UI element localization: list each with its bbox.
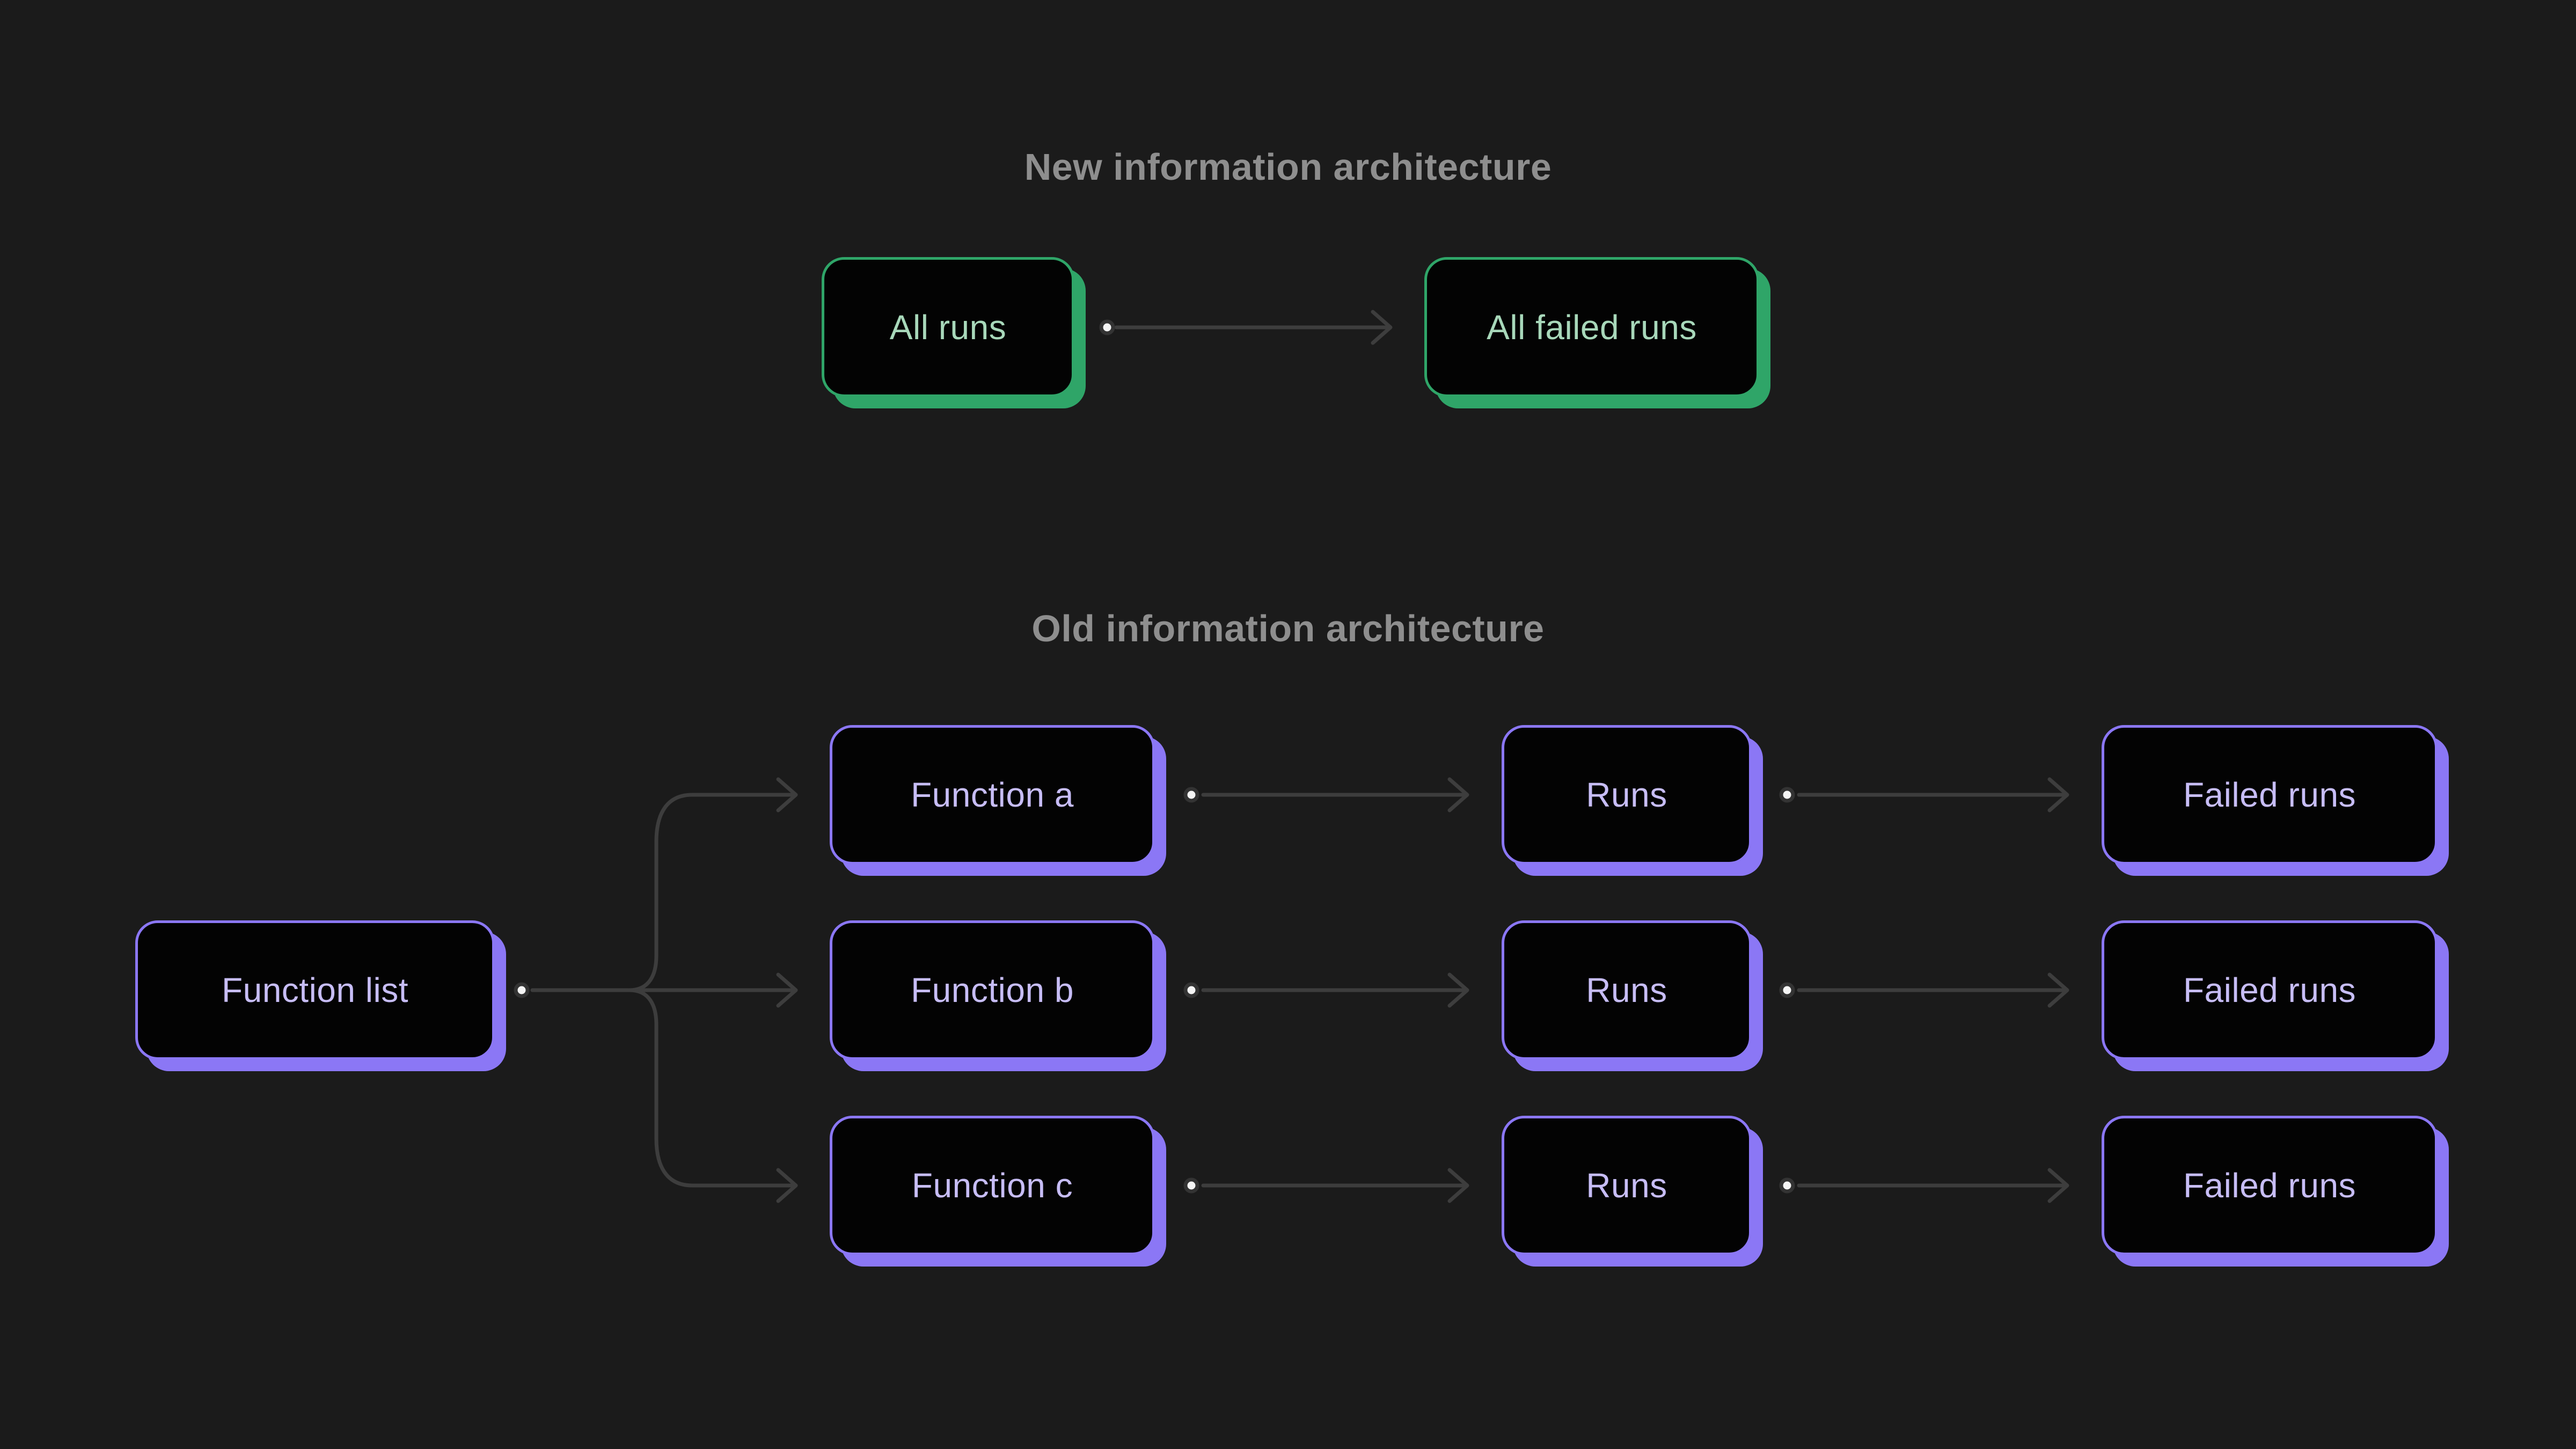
arrowhead-icon: [2047, 777, 2069, 813]
node-label: Function b: [911, 971, 1074, 1009]
connector-runs-to-failed-runs-3: [1779, 1168, 2069, 1203]
connection-dot: [1183, 787, 1199, 803]
connection-dot: [1183, 1177, 1199, 1194]
connector-function-list-fork: [514, 777, 798, 1203]
node-function-c: Function c: [830, 1116, 1155, 1255]
connection-dot: [1779, 1177, 1795, 1194]
node-label: Failed runs: [2183, 775, 2357, 814]
node-failed-runs-1: Failed runs: [2102, 725, 2438, 865]
arrowhead-icon: [776, 777, 798, 813]
arrowhead-icon: [1447, 972, 1469, 1008]
node-function-list: Function list: [135, 920, 495, 1060]
arrowhead-icon: [2047, 972, 2069, 1008]
connection-dot: [1779, 982, 1795, 998]
arrowhead-icon: [2047, 1168, 2069, 1203]
node-runs-3: Runs: [1502, 1116, 1752, 1255]
connection-dot: [1779, 787, 1795, 803]
node-runs-2: Runs: [1502, 920, 1752, 1060]
node-failed-runs-2: Failed runs: [2102, 920, 2438, 1060]
node-label: Failed runs: [2183, 1166, 2357, 1205]
section-title-old: Old information architecture: [1031, 608, 1545, 649]
node-label: All failed runs: [1487, 308, 1697, 347]
connector-function-a-to-runs: [1183, 777, 1469, 813]
connector-line-lower: [627, 988, 796, 1188]
connector-all-runs-to-all-failed-runs: [1099, 310, 1393, 345]
connector-function-c-to-runs: [1183, 1168, 1469, 1203]
node-all-runs: All runs: [822, 257, 1074, 397]
arrowhead-icon: [1371, 310, 1393, 345]
node-label: Runs: [1586, 775, 1667, 814]
node-label: Runs: [1586, 971, 1667, 1009]
node-label: Failed runs: [2183, 971, 2357, 1009]
node-label: All runs: [889, 308, 1007, 347]
node-label: Function list: [222, 971, 408, 1009]
node-all-failed-runs: All failed runs: [1424, 257, 1759, 397]
arrowhead-icon: [1447, 777, 1469, 813]
connector-line-upper: [627, 793, 796, 992]
node-runs-1: Runs: [1502, 725, 1752, 865]
node-label: Function c: [911, 1166, 1073, 1205]
connection-dot: [514, 982, 530, 998]
connection-dot: [1183, 982, 1199, 998]
arrowhead-icon: [1447, 1168, 1469, 1203]
connection-dot: [1099, 319, 1115, 335]
section-title-new: New information architecture: [1024, 146, 1552, 188]
node-label: Runs: [1586, 1166, 1667, 1205]
arrowhead-icon: [776, 1168, 798, 1203]
connector-runs-to-failed-runs-2: [1779, 972, 2069, 1008]
node-failed-runs-3: Failed runs: [2102, 1116, 2438, 1255]
connector-runs-to-failed-runs-1: [1779, 777, 2069, 813]
node-label: Function a: [911, 775, 1074, 814]
connector-function-b-to-runs: [1183, 972, 1469, 1008]
node-function-a: Function a: [830, 725, 1155, 865]
arrowhead-icon: [776, 972, 798, 1008]
node-function-b: Function b: [830, 920, 1155, 1060]
